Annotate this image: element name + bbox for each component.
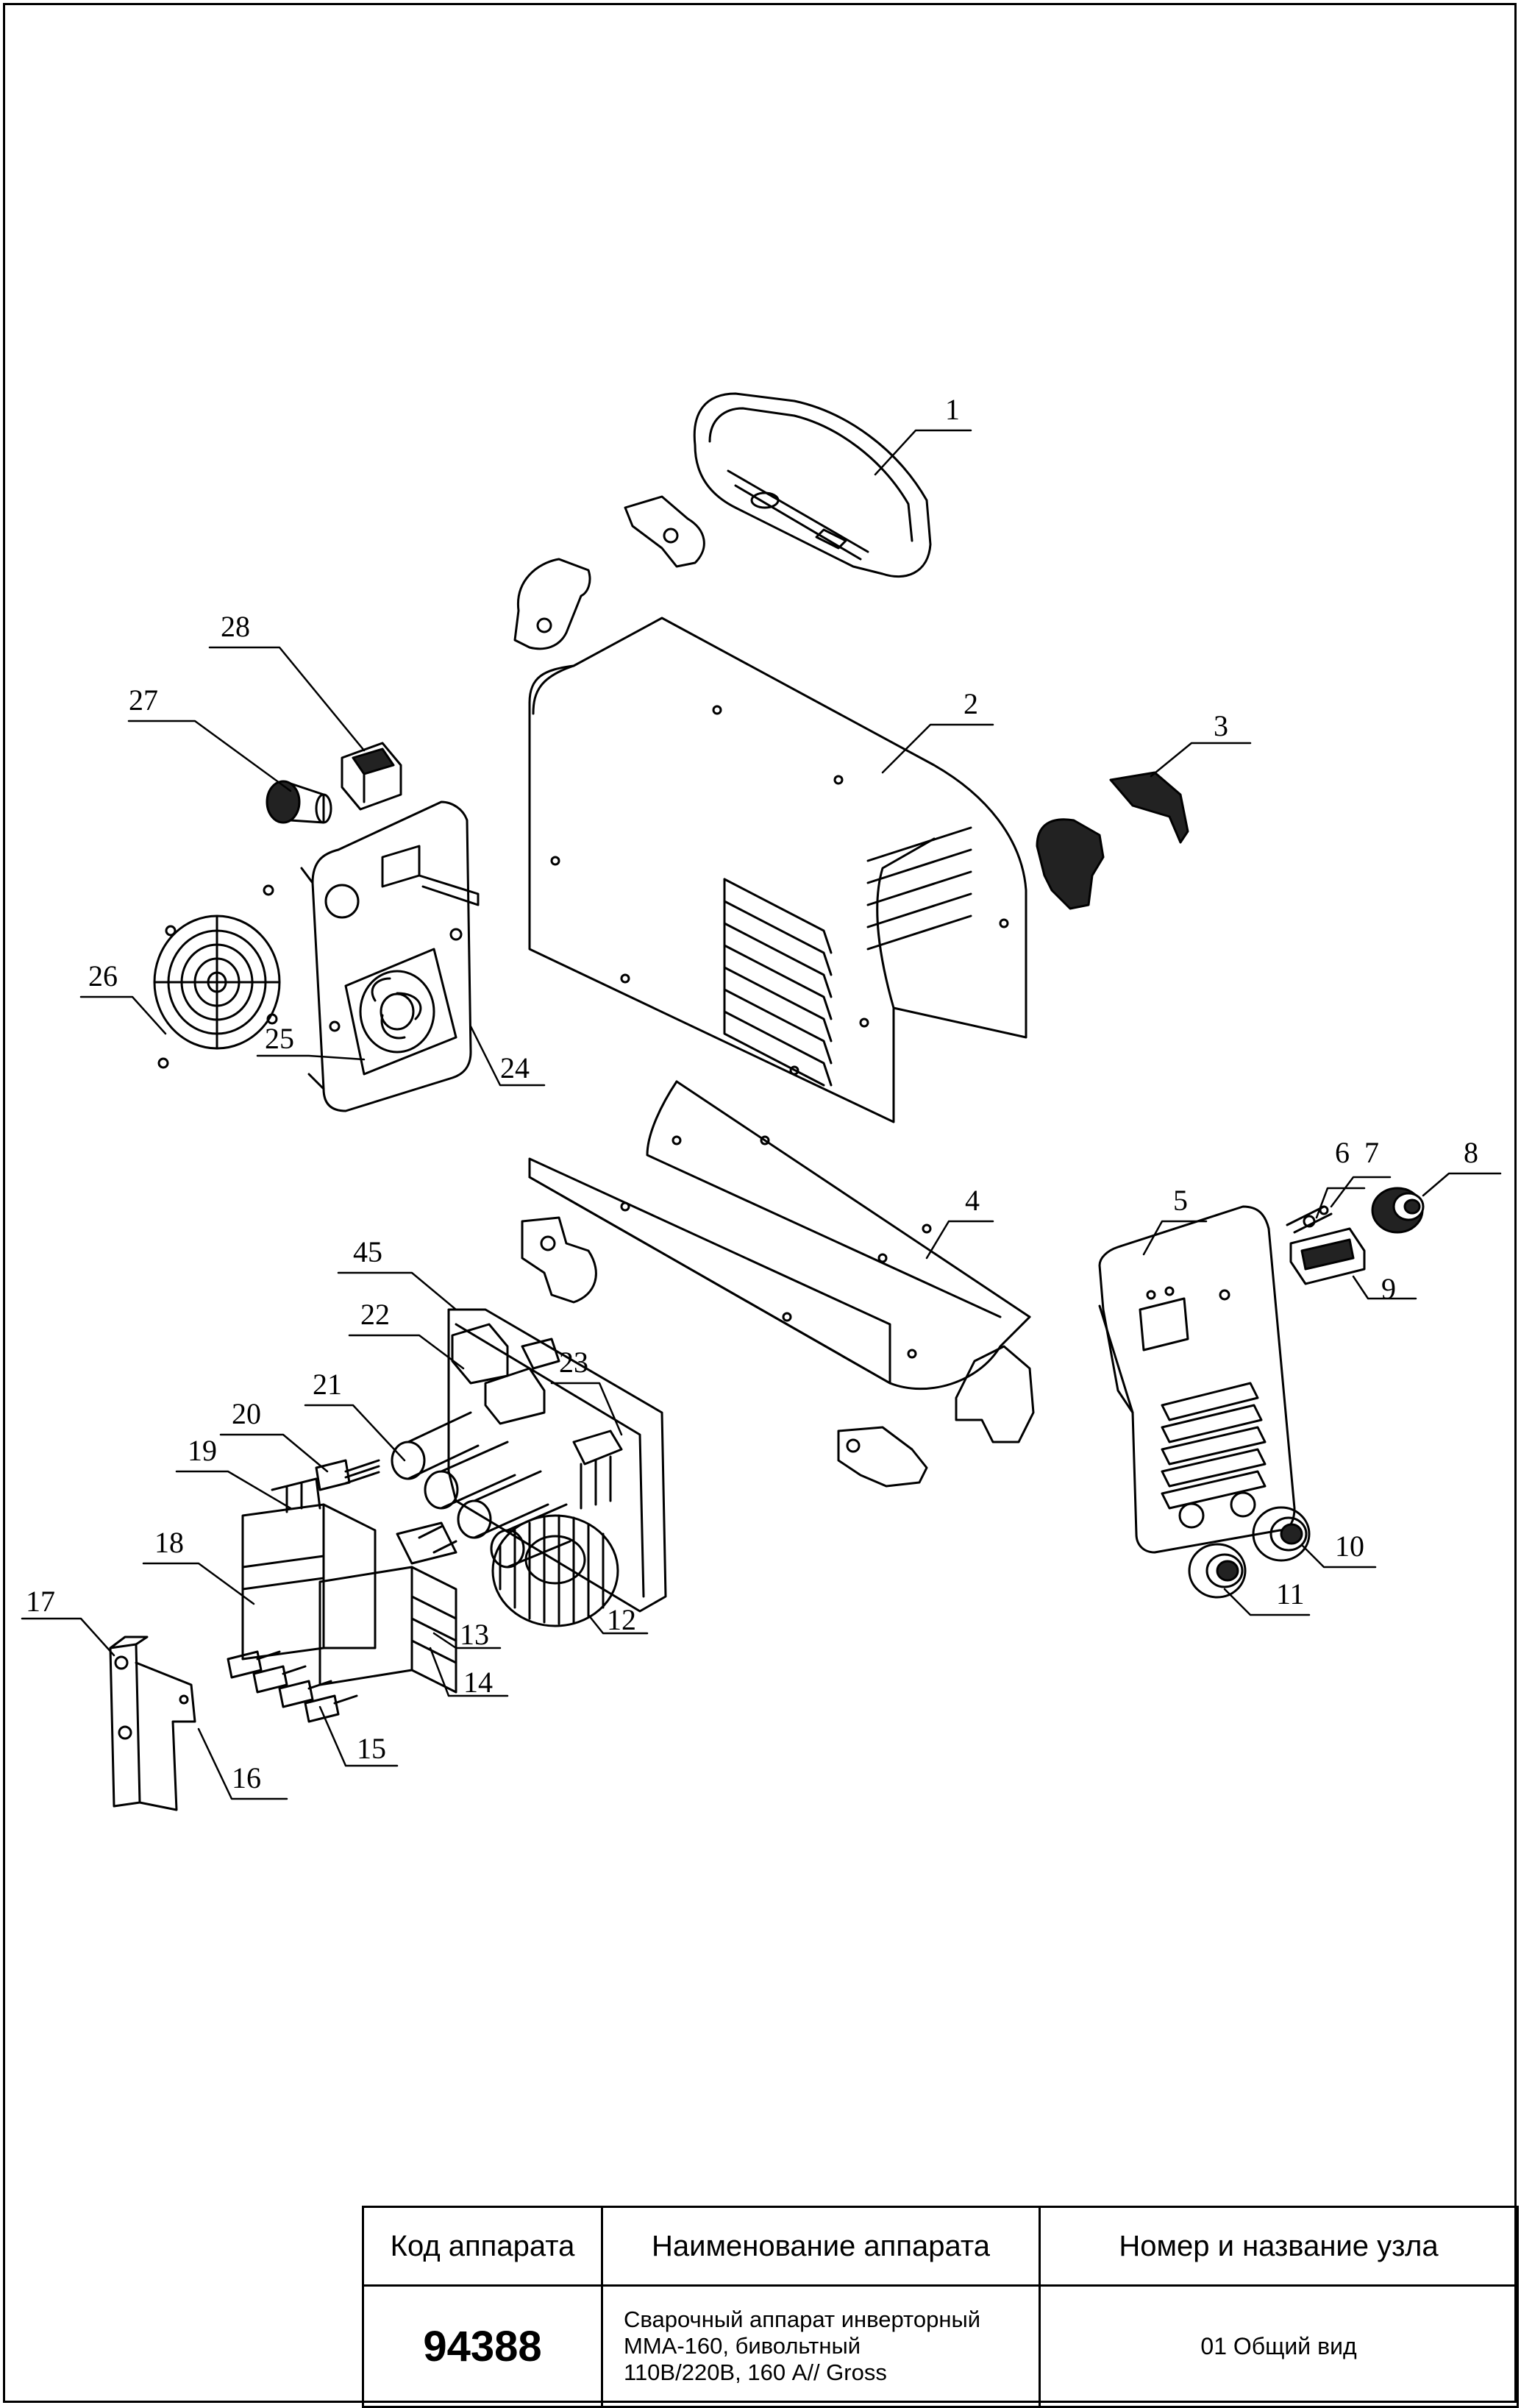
callout-6: 6	[1335, 1136, 1350, 1169]
clip-part	[1036, 771, 1189, 910]
rectifier-part	[109, 1635, 196, 1811]
callout-14: 14	[463, 1666, 493, 1699]
callout-2: 2	[963, 687, 978, 720]
device-code: 94388	[362, 2284, 603, 2408]
callout-4: 4	[965, 1184, 980, 1217]
base-bracket-left	[521, 1216, 597, 1304]
leader-lines	[21, 429, 1502, 1800]
callout-3: 3	[1214, 709, 1228, 742]
callout-45: 45	[353, 1235, 382, 1268]
name-header: Наименование аппарата	[601, 2206, 1041, 2287]
callout-24: 24	[500, 1051, 530, 1084]
callout-21: 21	[313, 1368, 342, 1401]
handle-part	[693, 392, 932, 578]
display-part	[1289, 1227, 1366, 1285]
back-panel-part	[300, 800, 480, 1112]
callout-27: 27	[129, 683, 158, 717]
callout-labels: 1 2 3 4 5 6 7 8 9 10 11 12 13 14 15 16 1…	[26, 393, 1478, 1794]
callout-9: 9	[1381, 1272, 1396, 1305]
code-header: Код аппарата	[362, 2206, 603, 2287]
callout-25: 25	[265, 1022, 294, 1055]
base-tray-part	[528, 1080, 1031, 1391]
callout-17: 17	[26, 1585, 55, 1618]
device-name: Сварочный аппарат инверторный ММА-160, б…	[601, 2284, 1041, 2408]
housing-cover-part	[528, 617, 1027, 1123]
callout-16: 16	[232, 1761, 261, 1794]
callout-11: 11	[1276, 1577, 1305, 1610]
callout-10: 10	[1335, 1530, 1364, 1563]
heatsink-part-18	[241, 1477, 377, 1661]
fan-part	[344, 948, 457, 1076]
socket-part-11	[1188, 1543, 1247, 1599]
callout-8: 8	[1464, 1136, 1478, 1169]
toroid-inductor-part	[491, 1514, 619, 1627]
callout-12: 12	[607, 1603, 636, 1636]
title-block: Код аппарата Наименование аппарата Номер…	[362, 2206, 1519, 2408]
callout-18: 18	[154, 1526, 184, 1559]
heatsink-part-14	[318, 1521, 457, 1694]
transistor-row-part	[227, 1650, 358, 1723]
capacitor-part	[391, 1411, 571, 1569]
node-header: Номер и название узла	[1039, 2206, 1519, 2287]
transistor-part-20	[315, 1459, 380, 1491]
rocker-switch-part	[341, 742, 402, 811]
callout-22: 22	[360, 1298, 390, 1331]
callout-1: 1	[945, 393, 960, 426]
fan-grille-part	[153, 884, 281, 1069]
callout-28: 28	[221, 610, 250, 643]
callout-19: 19	[188, 1434, 217, 1467]
pcb-assembly-part	[447, 1308, 667, 1613]
cable-gland-part	[266, 780, 332, 824]
callout-7: 7	[1364, 1136, 1379, 1169]
callout-23: 23	[559, 1346, 588, 1379]
base-bracket-right	[955, 1345, 1035, 1443]
front-panel-part	[1098, 1205, 1296, 1554]
callout-13: 13	[460, 1618, 489, 1651]
base-bracket-front	[837, 1426, 928, 1488]
callout-20: 20	[232, 1397, 261, 1430]
callout-26: 26	[88, 959, 118, 992]
knob-washer-part	[1286, 1205, 1333, 1234]
socket-part-10	[1252, 1506, 1311, 1562]
callout-5: 5	[1173, 1184, 1188, 1217]
callout-15: 15	[357, 1732, 386, 1765]
node-name: 01 Общий вид	[1039, 2284, 1519, 2408]
handle-bracket-rear	[513, 558, 591, 650]
handle-bracket-front	[624, 495, 705, 568]
knob-part	[1371, 1187, 1425, 1234]
